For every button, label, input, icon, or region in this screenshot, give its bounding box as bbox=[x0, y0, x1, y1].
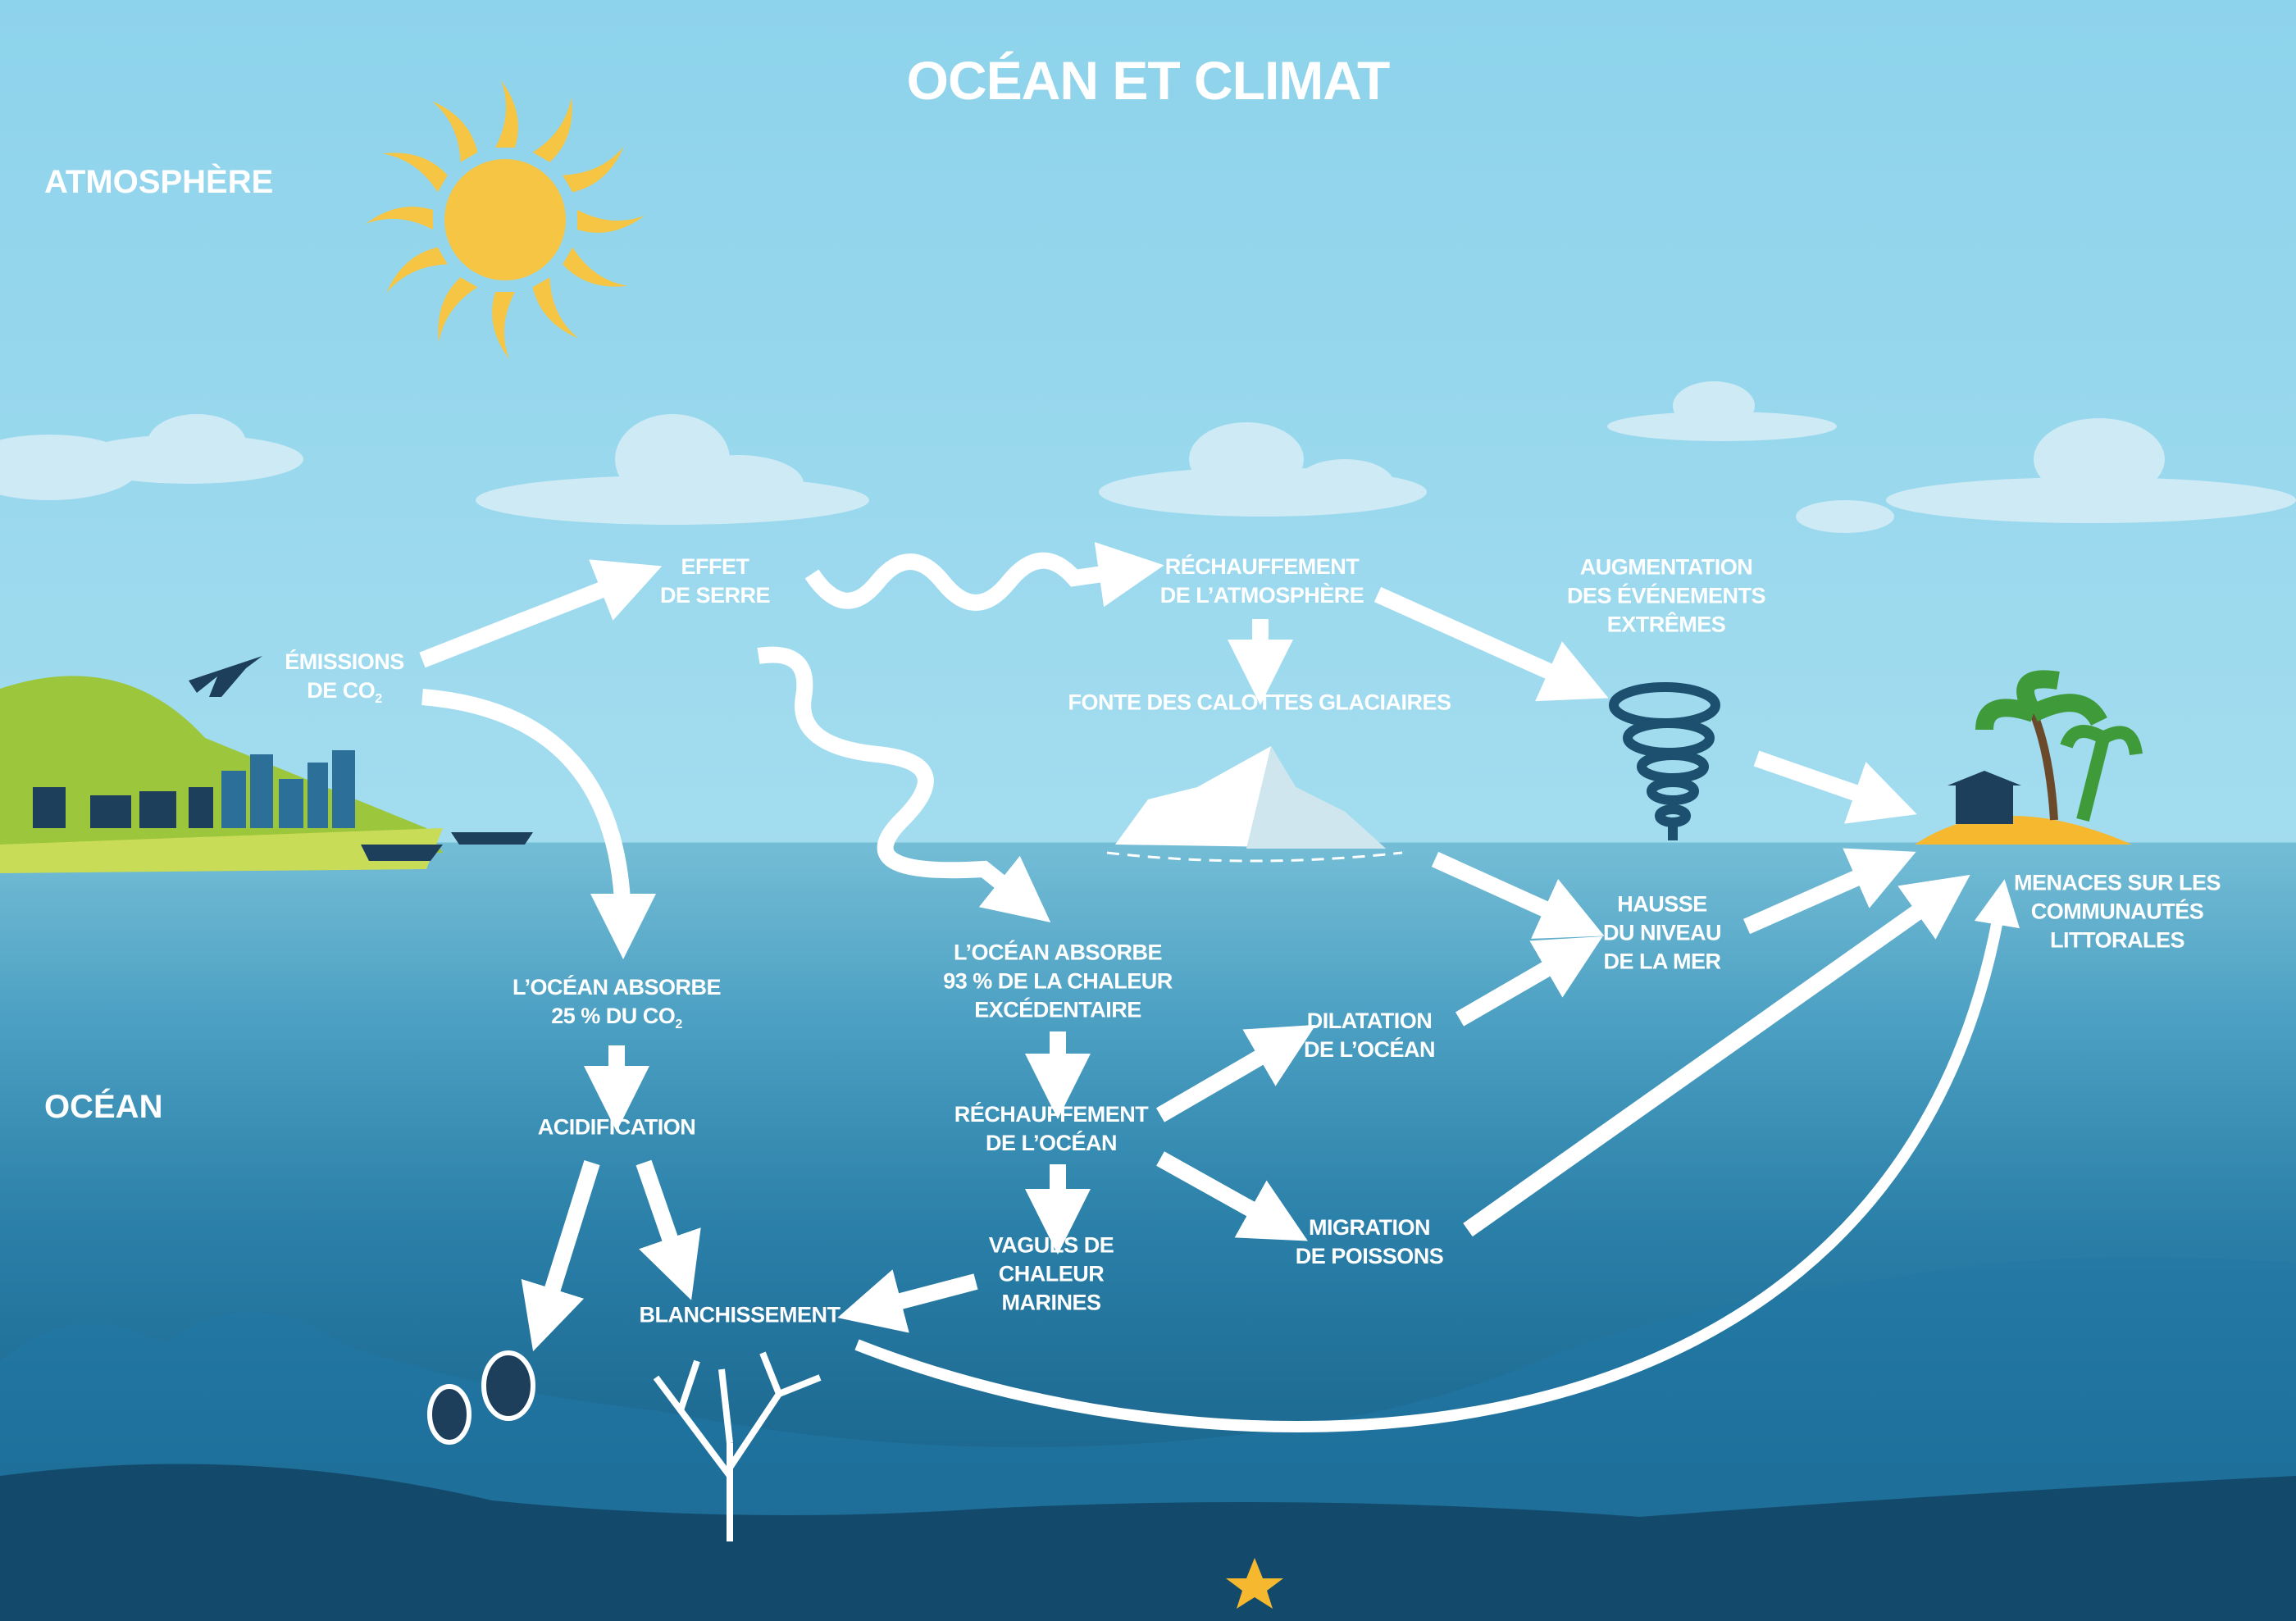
island-icon bbox=[1915, 670, 2143, 845]
arrow-emissions-to-effet bbox=[419, 559, 663, 668]
arrow-rechauffement-to-migration bbox=[1156, 1151, 1308, 1241]
arrow-wavy-effet-to-rechauffement bbox=[804, 542, 1164, 611]
arrow-dilatation-to-hausse bbox=[1455, 936, 1603, 1027]
starfish-icon bbox=[1226, 1558, 1283, 1609]
zone-atmosphere: ATMOSPHÈRE bbox=[44, 164, 274, 200]
label-blanchissement: BLANCHISSEMENT bbox=[639, 1302, 840, 1327]
arrow-vagues-to-blanchissement bbox=[837, 1269, 978, 1333]
arrow-acidification-to-oysters bbox=[521, 1160, 600, 1352]
iceberg-icon bbox=[1106, 746, 1403, 863]
label-acidification: ACIDIFICATION bbox=[537, 1114, 696, 1140]
seabed-coral bbox=[0, 1257, 2296, 1621]
cloud-icon bbox=[1796, 418, 2296, 533]
page-title: OCÉAN ET CLIMAT bbox=[906, 50, 1391, 111]
ship-icon bbox=[361, 832, 533, 861]
white-coral-icon bbox=[653, 1351, 822, 1541]
arrow-migration-to-menaces bbox=[1463, 874, 1970, 1237]
clouds bbox=[0, 381, 2296, 533]
cloud-icon bbox=[476, 414, 869, 525]
arrow-emissions-to-ocean-co2 bbox=[421, 689, 656, 959]
airplane-icon bbox=[189, 656, 262, 697]
arrow-extremes-to-menaces bbox=[1753, 750, 1917, 824]
cloud-icon bbox=[1607, 381, 1837, 441]
oyster-icon bbox=[427, 1350, 535, 1445]
city-coast bbox=[0, 656, 533, 873]
arrow-rechauffement-to-extremes bbox=[1374, 586, 1609, 702]
label-fonte-calottes: FONTE DES CALOTTES GLACIAIRES bbox=[1068, 690, 1451, 715]
arrow-hausse-to-menaces bbox=[1742, 848, 1916, 935]
tornado-icon bbox=[1609, 682, 1720, 840]
arrow-fonte-to-hausse bbox=[1431, 851, 1605, 939]
zone-ocean: OCÉAN bbox=[44, 1089, 163, 1125]
arrow-wavy-effet-to-ocean bbox=[757, 646, 1051, 922]
sun-icon bbox=[366, 80, 645, 359]
arrows bbox=[419, 542, 2020, 1432]
arrow-blanchissement-to-menaces bbox=[854, 879, 2020, 1432]
cloud-icon bbox=[0, 414, 303, 500]
cloud-icon bbox=[1099, 422, 1427, 517]
arrow-acidification-to-blanchissement bbox=[636, 1159, 701, 1300]
arrow-rechauffement-to-dilatation bbox=[1155, 1024, 1316, 1122]
